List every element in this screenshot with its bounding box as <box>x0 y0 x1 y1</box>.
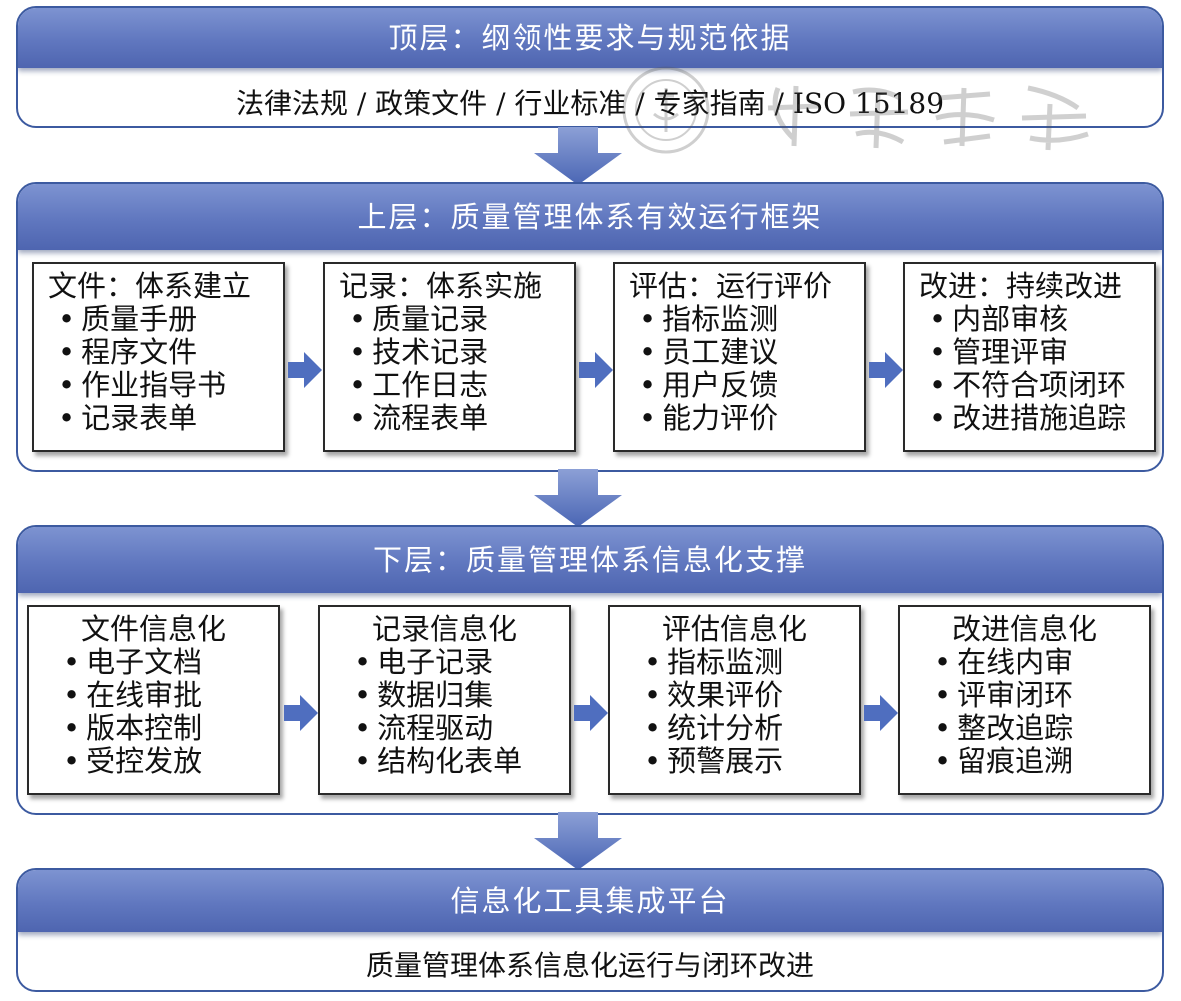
right-arrow-icon <box>574 695 608 731</box>
lower-box-improvement-it: 改进信息化 在线内审 评审闭环 整改追踪 留痕追溯 <box>898 605 1151 795</box>
list-item: 评审闭环 <box>934 679 1149 712</box>
list-item: 用户反馈 <box>639 369 864 402</box>
platform-content: 质量管理体系信息化运行与闭环改进 <box>365 949 814 982</box>
top-layer-content: 法律法规 / 政策文件 / 行业标准 / 专家指南 / ISO 15189 <box>235 87 945 120</box>
list-item: 工作日志 <box>349 369 574 402</box>
platform-header: 信息化工具集成平台 <box>18 870 1162 932</box>
list-item: 技术记录 <box>349 336 574 369</box>
box-title: 改进信息化 <box>951 612 1097 646</box>
box-title: 文件：体系建立 <box>48 269 252 303</box>
down-arrow-3 <box>534 812 622 870</box>
list-item: 流程驱动 <box>354 712 569 745</box>
list-item: 质量手册 <box>58 303 283 336</box>
list-item: 不符合项闭环 <box>929 369 1154 402</box>
list-item: 质量记录 <box>349 303 574 336</box>
list-item: 指标监测 <box>639 303 864 336</box>
box-title: 改进：持续改进 <box>919 269 1123 303</box>
lower-layer-panel: 下层：质量管理体系信息化支撑 文件信息化 电子文档 在线审批 版本控制 受控发放… <box>16 525 1164 815</box>
list-item: 受控发放 <box>63 745 278 778</box>
list-item: 数据归集 <box>354 679 569 712</box>
list-item: 指标监测 <box>644 646 859 679</box>
list-item: 作业指导书 <box>58 369 283 402</box>
list-item: 流程表单 <box>349 402 574 435</box>
box-title: 文件信息化 <box>80 612 226 646</box>
list-item: 改进措施追踪 <box>929 402 1154 435</box>
right-arrow-icon <box>869 352 903 388</box>
list-item: 效果评价 <box>644 679 859 712</box>
list-item: 记录表单 <box>58 402 283 435</box>
list-item: 版本控制 <box>63 712 278 745</box>
upper-box-document: 文件：体系建立 质量手册 程序文件 作业指导书 记录表单 <box>32 262 285 452</box>
list-item: 电子文档 <box>63 646 278 679</box>
list-item: 能力评价 <box>639 402 864 435</box>
list-item: 统计分析 <box>644 712 859 745</box>
upper-box-improvement: 改进：持续改进 内部审核 管理评审 不符合项闭环 改进措施追踪 <box>903 262 1156 452</box>
right-arrow-icon <box>864 695 898 731</box>
list-item: 在线审批 <box>63 679 278 712</box>
list-item: 留痕追溯 <box>934 745 1149 778</box>
list-item: 整改追踪 <box>934 712 1149 745</box>
right-arrow-icon <box>284 695 318 731</box>
top-layer-header: 顶层：纲领性要求与规范依据 <box>18 8 1162 68</box>
list-item: 在线内审 <box>934 646 1149 679</box>
lower-box-record-it: 记录信息化 电子记录 数据归集 流程驱动 结构化表单 <box>318 605 571 795</box>
top-layer-panel: 顶层：纲领性要求与规范依据 法律法规 / 政策文件 / 行业标准 / 专家指南 … <box>16 6 1164 128</box>
platform-panel: 信息化工具集成平台 质量管理体系信息化运行与闭环改进 <box>16 868 1164 992</box>
list-item: 程序文件 <box>58 336 283 369</box>
list-item: 电子记录 <box>354 646 569 679</box>
right-arrow-icon <box>288 352 322 388</box>
list-item: 管理评审 <box>929 336 1154 369</box>
upper-layer-panel: 上层：质量管理体系有效运行框架 文件：体系建立 质量手册 程序文件 作业指导书 … <box>16 182 1164 472</box>
list-item: 员工建议 <box>639 336 864 369</box>
down-arrow-1 <box>534 127 622 185</box>
list-item: 内部审核 <box>929 303 1154 336</box>
box-title: 评估：运行评价 <box>629 269 833 303</box>
box-title: 评估信息化 <box>661 612 807 646</box>
lower-layer-header: 下层：质量管理体系信息化支撑 <box>18 527 1162 593</box>
down-arrow-2 <box>534 469 622 527</box>
lower-box-evaluation-it: 评估信息化 指标监测 效果评价 统计分析 预警展示 <box>608 605 861 795</box>
upper-box-evaluation: 评估：运行评价 指标监测 员工建议 用户反馈 能力评价 <box>613 262 866 452</box>
list-item: 预警展示 <box>644 745 859 778</box>
lower-box-document-it: 文件信息化 电子文档 在线审批 版本控制 受控发放 <box>27 605 280 795</box>
right-arrow-icon <box>579 352 613 388</box>
box-title: 记录：体系实施 <box>339 269 543 303</box>
list-item: 结构化表单 <box>354 745 569 778</box>
upper-box-record: 记录：体系实施 质量记录 技术记录 工作日志 流程表单 <box>323 262 576 452</box>
upper-layer-header: 上层：质量管理体系有效运行框架 <box>18 184 1162 250</box>
box-title: 记录信息化 <box>371 612 517 646</box>
